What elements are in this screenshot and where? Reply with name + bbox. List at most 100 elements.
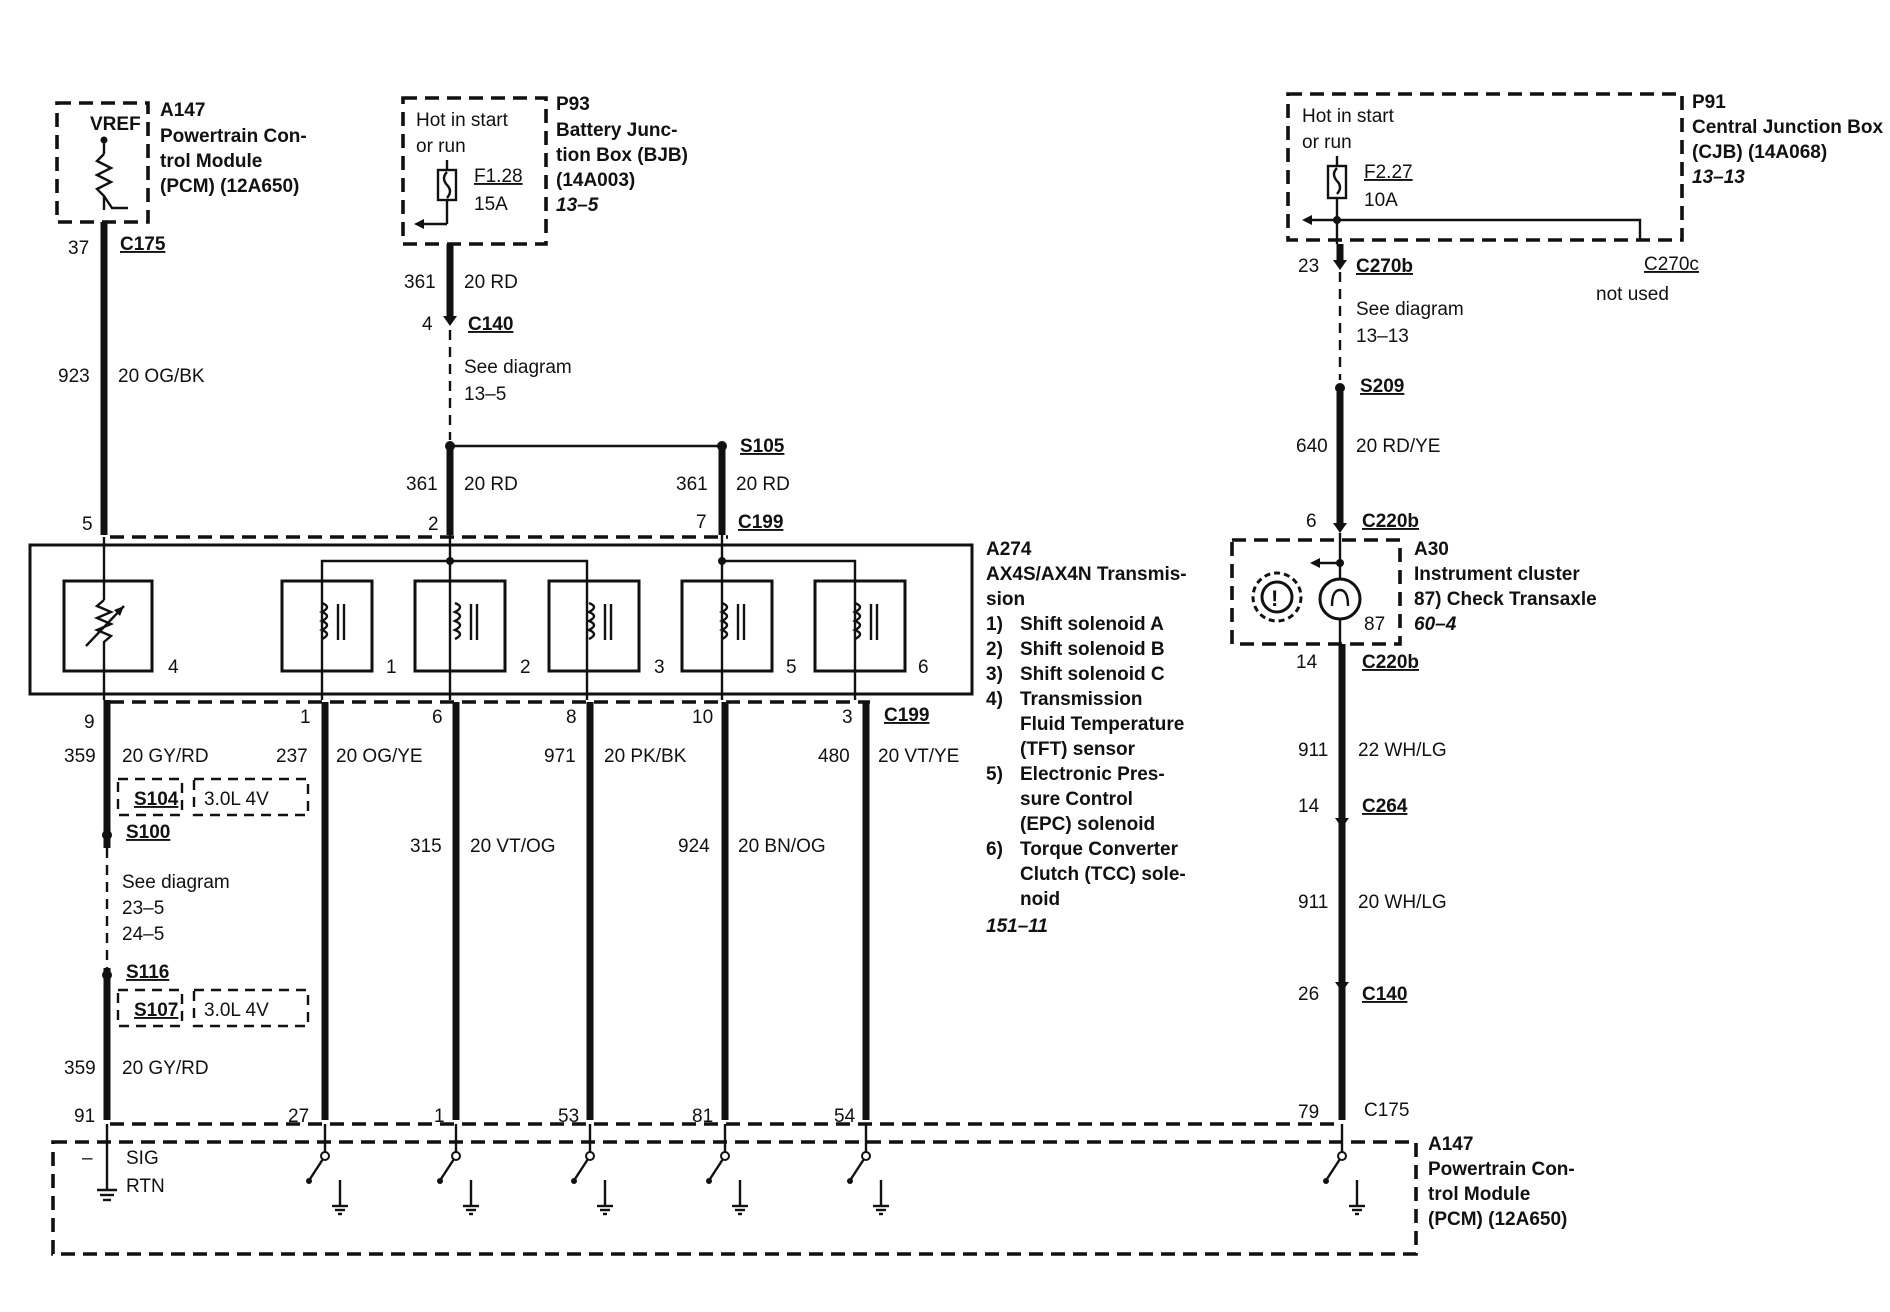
transaxle-title-1: AX4S/AX4N Transmis-	[986, 564, 1187, 585]
pcm-pin-1: 1	[434, 1106, 445, 1127]
cjb-id: P91	[1692, 92, 1726, 113]
trans-pin-8: 8	[566, 707, 577, 728]
connector-c264: C264	[1362, 796, 1408, 817]
comp-num-4: 4	[168, 657, 179, 678]
solenoid-b: 2	[413, 579, 531, 678]
pin-c264-14: 14	[1298, 796, 1320, 817]
pcm-pin-79: 79	[1298, 1102, 1319, 1123]
wire-og-ye: 20 OG/YE	[336, 746, 423, 767]
bjb-ref: 13–5	[556, 195, 599, 216]
bjb-title-1: Battery Junc-	[556, 120, 677, 141]
transaxle-title-2: sion	[986, 589, 1025, 610]
power-feed-circuit: 361 20 RD 4 C140 See diagram 13–5 361 20…	[404, 244, 790, 535]
fuse-10a: 10A	[1364, 190, 1398, 211]
indicator-lamp-icon	[1318, 577, 1362, 644]
solenoid-c: 3	[547, 579, 665, 678]
c270c-not-used: not used	[1596, 284, 1669, 305]
cluster-feed-circuit: 23 C270b See diagram 13–13 S209 640 20 R…	[1296, 244, 1464, 533]
splice-s116: S116	[126, 962, 169, 983]
pcm-top-title-2: trol Module	[160, 151, 262, 172]
pin-c140-26: 26	[1298, 984, 1319, 1005]
central-junction-box: Hot in start or run F2.27 10A P91 Centra…	[1286, 92, 1884, 305]
legend-item-3: Shift solenoid C	[1020, 664, 1165, 685]
legend-item-4b: Fluid Temperature	[1020, 714, 1184, 735]
circuit-911-b: 911	[1298, 892, 1328, 913]
engine-label-1: 3.0L 4V	[204, 789, 269, 810]
legend-item-6c: noid	[1020, 889, 1060, 910]
wire-rd-a: 20 RD	[464, 272, 518, 293]
transaxle-legend: A274 AX4S/AX4N Transmis- sion 1) Shift s…	[986, 539, 1187, 937]
comp-num-3: 3	[654, 657, 665, 678]
tft-circuit: 37 C175 923 20 OG/BK 5 9 359 20 GY/RD S1…	[58, 222, 310, 1127]
legend-num-5: 5)	[986, 764, 1003, 785]
trans-pin-2: 2	[428, 514, 439, 535]
solenoid-a: 1	[280, 579, 397, 678]
connector-c270c: C270c	[1644, 254, 1699, 275]
fuse-f2-27: F2.27	[1364, 162, 1413, 183]
wire-wh-lg-22: 22 WH/LG	[1358, 740, 1447, 761]
wire-color-gy-rd-top: 20 GY/RD	[122, 746, 209, 767]
bjb-title-2: tion Box (BJB)	[556, 145, 688, 166]
cluster-id: A30	[1414, 539, 1449, 560]
wire-pk-bk: 20 PK/BK	[604, 746, 687, 767]
connector-c140-b: C140	[1362, 984, 1407, 1005]
legend-num-6: 6)	[986, 839, 1003, 860]
wire-vt-ye: 20 VT/YE	[878, 746, 959, 767]
battery-junction-box: Hot in start or run F1.28 15A P93 Batter…	[401, 94, 688, 246]
legend-item-4c: (TFT) sensor	[1020, 739, 1136, 760]
transaxle-id: A274	[986, 539, 1032, 560]
cjb-hot-2: or run	[1302, 132, 1352, 153]
circuit-923: 923	[58, 366, 90, 387]
circuit-359-top: 359	[64, 746, 96, 767]
pcm-top-title-3: (PCM) (12A650)	[160, 176, 299, 197]
comp-num-1: 1	[386, 657, 397, 678]
bjb-hot-2: or run	[416, 136, 466, 157]
wire-bn-og: 20 BN/OG	[738, 836, 826, 857]
driver-switch-3	[571, 1124, 613, 1216]
connector-c199-bottom: C199	[884, 705, 929, 726]
comp-num-5: 5	[786, 657, 797, 678]
legend-item-2: Shift solenoid B	[1020, 639, 1165, 660]
pcm-rtn: RTN	[126, 1176, 165, 1197]
legend-item-5b: sure Control	[1020, 789, 1133, 810]
legend-item-6a: Torque Converter	[1020, 839, 1179, 860]
cjb-ref: 13–13	[1692, 167, 1745, 188]
connector-c270b: C270b	[1356, 256, 1413, 277]
driver-switch-4	[706, 1124, 748, 1216]
legend-num-4: 4)	[986, 689, 1003, 710]
see-diagram-col2: See diagram	[464, 357, 572, 378]
wire-rd-c: 20 RD	[736, 474, 790, 495]
comp-num-2: 2	[520, 657, 531, 678]
transaxle-ref: 151–11	[986, 916, 1048, 937]
trans-pin-5: 5	[82, 514, 93, 535]
epc-solenoid: 5	[680, 579, 797, 678]
legend-item-5a: Electronic Pres-	[1020, 764, 1165, 785]
pcm-bottom-title-2: trol Module	[1428, 1184, 1530, 1205]
pcm-sig: SIG	[126, 1148, 159, 1169]
circuit-640: 640	[1296, 436, 1328, 457]
connector-c140-a: C140	[468, 314, 513, 335]
tcc-solenoid: 6	[813, 579, 929, 678]
see-diagram-col1: See diagram	[122, 872, 230, 893]
pcm-bottom-title-3: (PCM) (12A650)	[1428, 1209, 1567, 1230]
pin-c220b-6: 6	[1306, 511, 1317, 532]
circuit-911-a: 911	[1298, 740, 1328, 761]
cluster-to-pcm-circuit: 14 C220b 911 22 WH/LG 14 C264 911 20 WH/…	[1296, 644, 1447, 1123]
trans-pin-3: 3	[842, 707, 853, 728]
wire-color-gy-rd-bottom: 20 GY/RD	[122, 1058, 209, 1079]
pcm-top-module: VREF A147 Powertrain Con- trol Module (P…	[55, 100, 307, 224]
driver-switch-6	[1323, 1124, 1365, 1216]
fuse-f1-28: F1.28	[474, 166, 523, 187]
ref-13-13: 13–13	[1356, 326, 1409, 347]
pcm-top-title-1: Powertrain Con-	[160, 126, 307, 147]
svg-text:!: !	[1271, 586, 1278, 611]
pcm-minus: –	[82, 1148, 93, 1169]
pcm-pin-81: 81	[692, 1106, 713, 1127]
comp-num-6: 6	[918, 657, 929, 678]
instrument-cluster: ! 87 A30 Instrument cluster 87) Check Tr…	[1230, 533, 1597, 646]
bjb-hot-1: Hot in start	[416, 110, 509, 131]
pcm-pin-54: 54	[834, 1106, 856, 1127]
pcm-pin-37: 37	[68, 238, 89, 259]
legend-num-2: 2)	[986, 639, 1003, 660]
bjb-id: P93	[556, 94, 590, 115]
